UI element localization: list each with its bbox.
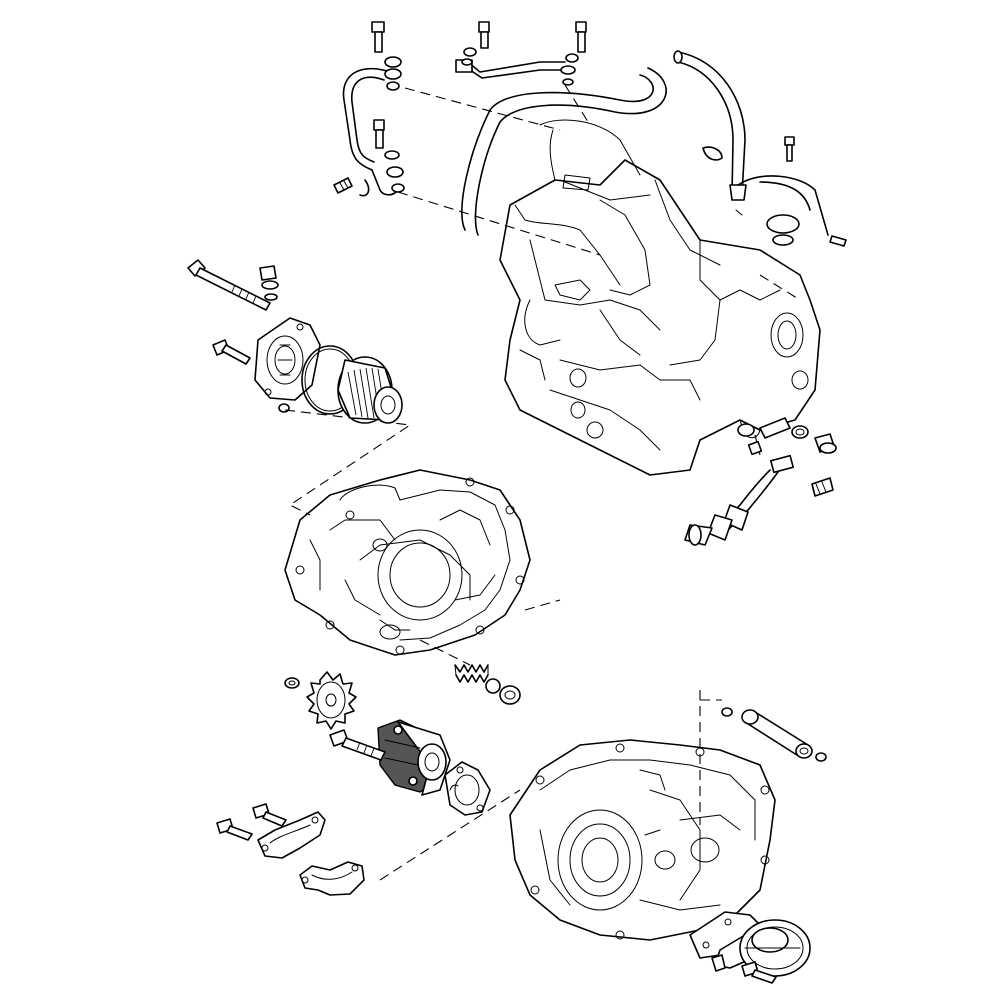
- oil-pump: [377, 719, 451, 796]
- oil-filter-o-ring-small: [278, 403, 290, 413]
- crankcase-cover-middle: [284, 469, 531, 656]
- small-bolt-left: [333, 177, 353, 194]
- oil-strainer-bolt: [741, 961, 777, 984]
- baffle-plate-upper: [257, 811, 326, 859]
- relief-valve-spring: [454, 664, 489, 683]
- oil-pressure-switch: [737, 417, 837, 456]
- relief-valve-ball: [485, 678, 501, 694]
- oil-filter-drain-bolt: [259, 265, 279, 301]
- oil-filter-element: [337, 356, 403, 424]
- baffle-bolt-top: [252, 803, 287, 827]
- banjo-bolt-mid-left: [373, 119, 405, 193]
- breather-hose-large: [461, 67, 667, 236]
- oil-pipe-o-ring-rear: [815, 752, 827, 762]
- relief-valve-plug: [499, 685, 521, 705]
- baffle-plate-lower: [299, 861, 365, 896]
- oil-pump-drive-gear: [306, 671, 357, 730]
- oil-filter-cover-bolt: [212, 339, 251, 365]
- baffle-bolt-bottom: [216, 818, 253, 841]
- leader-lines: [284, 84, 801, 881]
- oil-pipe: [741, 709, 813, 759]
- oil-filter-cover: [254, 317, 321, 401]
- breather-union: [735, 136, 847, 247]
- banjo-bolt-top-right: [560, 21, 587, 86]
- oil-pump-mount-bolt: [329, 729, 386, 761]
- oil-pressure-lead: [684, 454, 834, 546]
- drive-gear-circlip: [284, 677, 300, 689]
- oil-filter-bolt-long: [187, 259, 271, 311]
- oil-strainer: [689, 911, 811, 977]
- oil-pump-gasket: [444, 761, 491, 816]
- lower-crankcase: [509, 739, 776, 941]
- oil-pipe-left: [342, 67, 397, 197]
- banjo-bolt-top-middle: [461, 21, 490, 66]
- upper-crankcase: [499, 119, 821, 476]
- banjo-bolt-top-left: [371, 21, 402, 91]
- oil-pipe-o-ring-front: [721, 707, 733, 717]
- breather-hose-right: [673, 50, 747, 201]
